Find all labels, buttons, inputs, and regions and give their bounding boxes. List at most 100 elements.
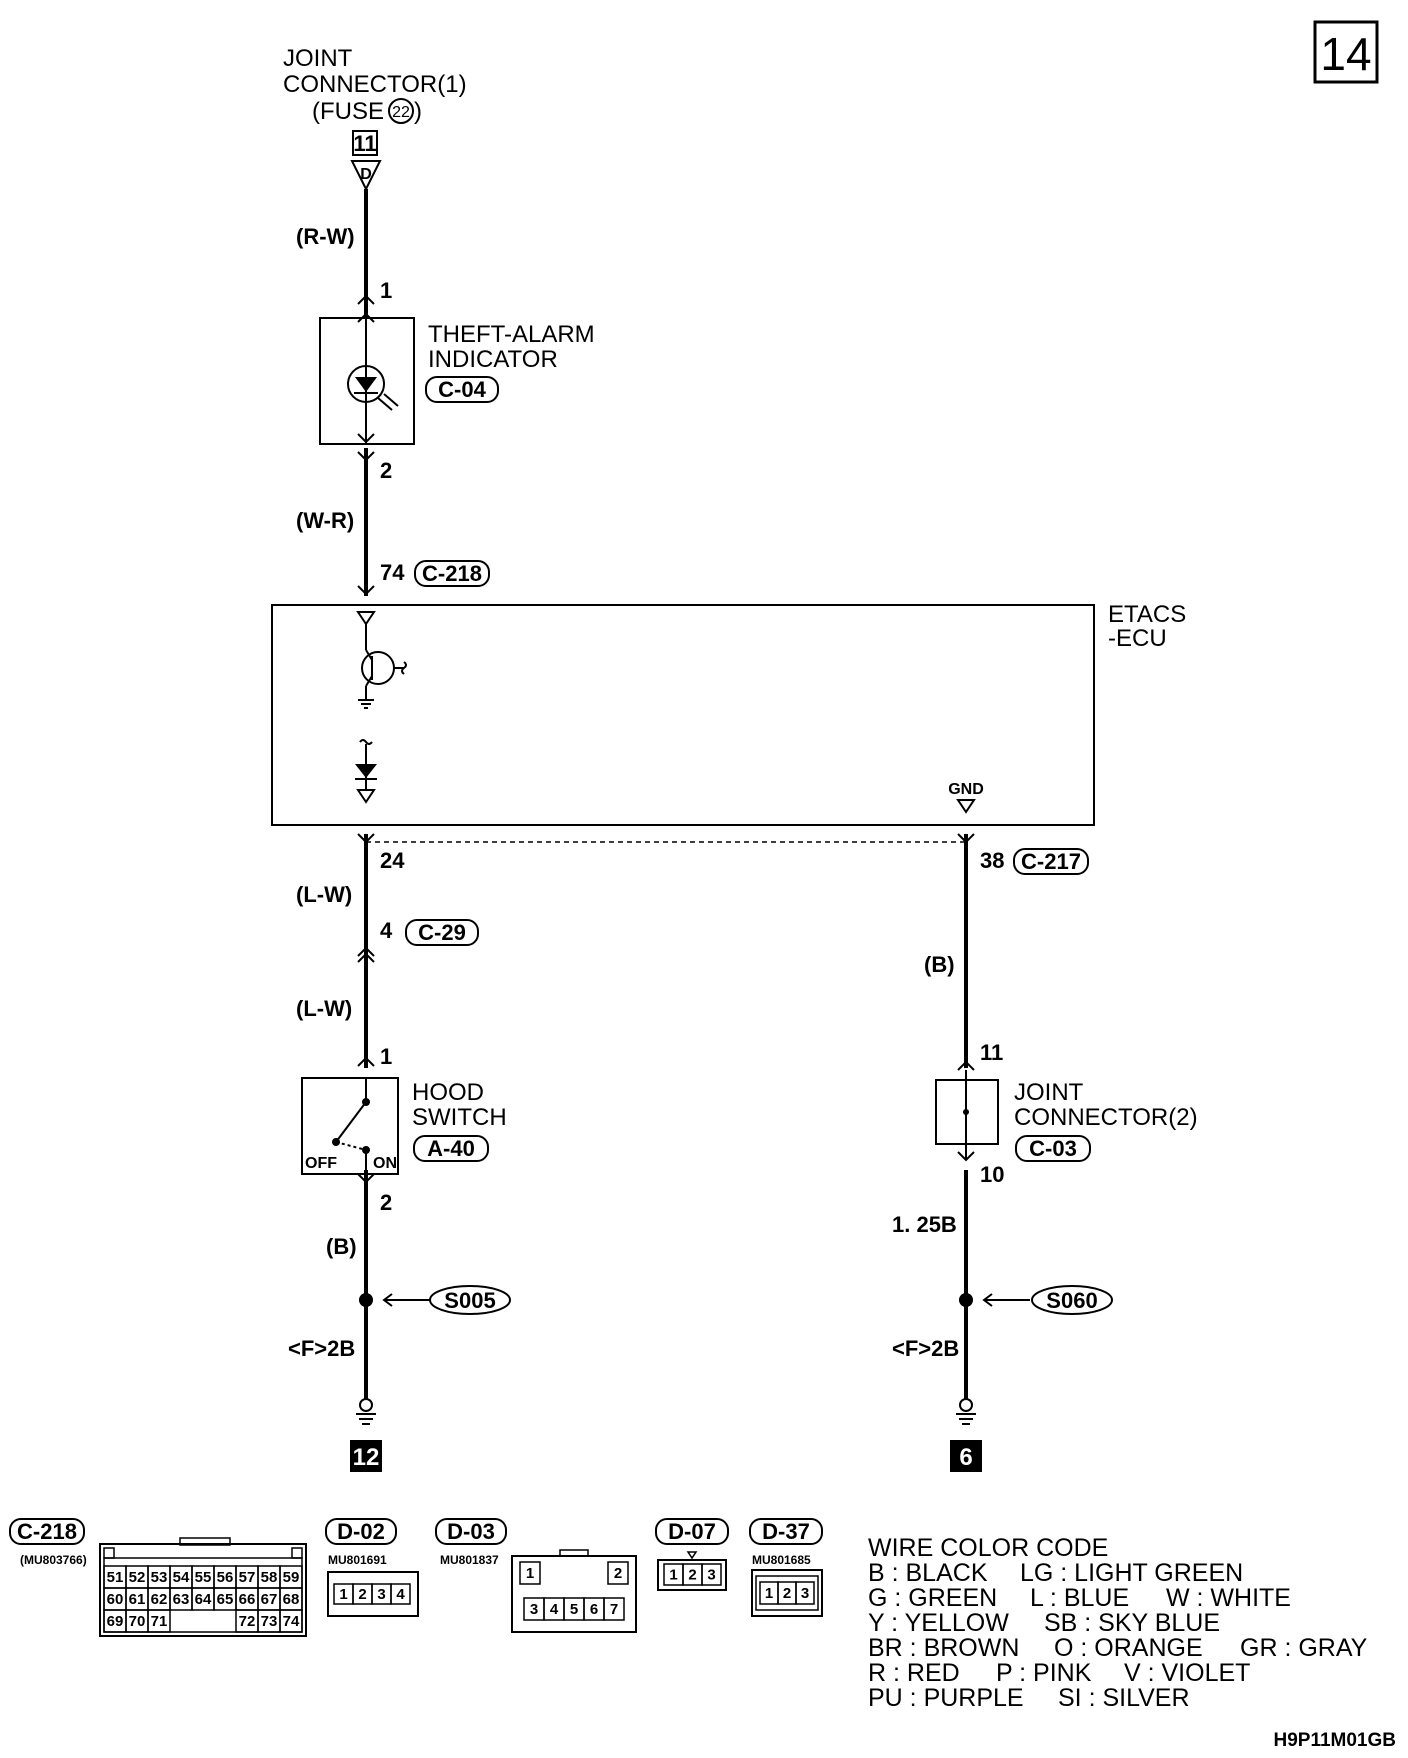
ground-left-ref: 12 — [353, 1444, 380, 1471]
fuse-suffix: ) — [414, 98, 422, 125]
ground-left-icon — [356, 1398, 376, 1425]
joint-connector-2-dot — [963, 1109, 969, 1115]
d03-pin-2-cell — [607, 1561, 629, 1585]
splice-left-oval — [429, 1285, 511, 1315]
diagram-code: H9P11M01GB — [1273, 1730, 1396, 1751]
c218-pin-66: 66 — [239, 1591, 256, 1608]
page-number-box — [1313, 20, 1379, 84]
wcc-l: L : BLUE — [1030, 1584, 1129, 1612]
c217-badge — [1013, 848, 1089, 875]
c218-pin-64: 64 — [195, 1591, 212, 1608]
c29-marks — [357, 946, 375, 963]
c218-pin-71: 71 — [151, 1613, 168, 1630]
etacs-pin-24: 24 — [380, 848, 405, 873]
d03-pin-3: 3 — [530, 1601, 538, 1618]
etacs-diode-icon — [355, 764, 377, 778]
d03-part: MU801837 — [440, 1553, 499, 1567]
wire-color-code-title: WIRE COLOR CODE — [868, 1534, 1108, 1562]
d03-pin-1: 1 — [526, 1565, 534, 1582]
theft-alarm-connector-marks — [357, 294, 375, 462]
etacs-pin-74: 74 — [380, 560, 405, 585]
hood-switch-marks — [357, 1056, 375, 1184]
d02-pin-1: 1 — [339, 1586, 347, 1603]
joint-connector-2-connector: C-03 — [1029, 1136, 1077, 1161]
etacs-pin74-mark — [357, 585, 375, 596]
switch-icon — [332, 1078, 370, 1174]
d07-pin-2: 2 — [688, 1567, 696, 1584]
joint-connector-2-line1: JOINT — [1014, 1079, 1084, 1106]
etacs-line2: -ECU — [1108, 625, 1167, 652]
d02-badge — [325, 1518, 397, 1545]
d37-name: D-37 — [762, 1519, 810, 1544]
wire-label-wr: (W-R) — [296, 508, 354, 533]
d02-pin-3: 3 — [377, 1586, 385, 1603]
theft-alarm-line1: THEFT-ALARM — [428, 321, 595, 348]
c218-pin-63: 63 — [173, 1591, 190, 1608]
led-diode-icon — [355, 377, 377, 392]
c218-pin-62: 62 — [151, 1591, 168, 1608]
d37-part: MU801685 — [752, 1553, 811, 1567]
c218-pin-60: 60 — [107, 1591, 124, 1608]
splice-right-arrowhead — [982, 1293, 993, 1307]
splice-right: S060 — [1046, 1288, 1097, 1313]
wcc-o: O : ORANGE — [1054, 1634, 1203, 1662]
wcc-br: BR : BROWN — [868, 1634, 1019, 1662]
d07-name: D-07 — [668, 1519, 716, 1544]
c218-badge — [414, 560, 490, 587]
d03-pin-4: 4 — [550, 1601, 559, 1618]
page-number: 14 — [1320, 28, 1371, 80]
d02-pin-2: 2 — [358, 1586, 366, 1603]
wcc-p: P : PINK — [996, 1659, 1092, 1687]
terminal-d-triangle — [350, 160, 382, 192]
gnd-triangle — [956, 799, 976, 814]
d37-badge — [749, 1518, 823, 1545]
etacs-conn-217: C-217 — [1021, 849, 1081, 874]
d07-pin-3-cell — [701, 1563, 722, 1586]
wcc-r: R : RED — [868, 1659, 960, 1687]
splice-left-arrowhead — [382, 1293, 393, 1307]
hood-switch-box — [301, 1077, 399, 1175]
c218-view-name: C-218 — [17, 1519, 77, 1544]
joint-connector-2-line2: CONNECTOR(2) — [1014, 1104, 1198, 1131]
c218-pin-68: 68 — [283, 1591, 300, 1608]
d03-name: D-03 — [447, 1519, 495, 1544]
etacs-ecu-box — [271, 604, 1095, 826]
wcc-y: Y : YELLOW — [868, 1609, 1009, 1637]
d02-body — [327, 1571, 419, 1617]
etacs-gnd: GND — [948, 781, 984, 798]
c218-pin-69: 69 — [107, 1613, 124, 1630]
d37-pin-3-cell — [795, 1581, 815, 1605]
c29-connector: C-29 — [418, 920, 466, 945]
d37-inner — [755, 1575, 819, 1611]
ground-left-ref-box — [350, 1440, 382, 1472]
wcc-b: B : BLACK — [868, 1559, 988, 1587]
wire-label-ground-left: <F>2B — [288, 1336, 355, 1361]
wcc-w: W : WHITE — [1166, 1584, 1291, 1612]
ref-box-11 — [352, 130, 378, 156]
a40-badge — [413, 1135, 489, 1162]
etacs-bottom-marks — [357, 833, 975, 844]
joint-connector-1-line1: JOINT — [283, 45, 353, 72]
d03-pin-7: 7 — [610, 1601, 618, 1618]
d03-pin-2: 2 — [614, 1565, 622, 1582]
c218-pin-54: 54 — [173, 1569, 190, 1586]
wire-label-b-right: (B) — [924, 952, 955, 977]
wcc-v: V : VIOLET — [1124, 1659, 1250, 1687]
etacs-pin-38: 38 — [980, 848, 1004, 873]
etacs-line1: ETACS — [1108, 601, 1186, 628]
wcc-lg: LG : LIGHT GREEN — [1020, 1559, 1243, 1587]
splice-left: S005 — [444, 1288, 495, 1313]
c218-view-badge — [9, 1518, 85, 1545]
c218-pin-73: 73 — [261, 1613, 278, 1630]
d07-pin-3: 3 — [707, 1567, 715, 1584]
c218-pin-51: 51 — [107, 1569, 124, 1586]
wcc-g: G : GREEN — [868, 1584, 997, 1612]
terminal-d-label: D — [360, 166, 372, 183]
led-icon — [347, 365, 385, 403]
d02-name: D-02 — [337, 1519, 385, 1544]
c218-view-part: (MU803766) — [20, 1553, 87, 1567]
